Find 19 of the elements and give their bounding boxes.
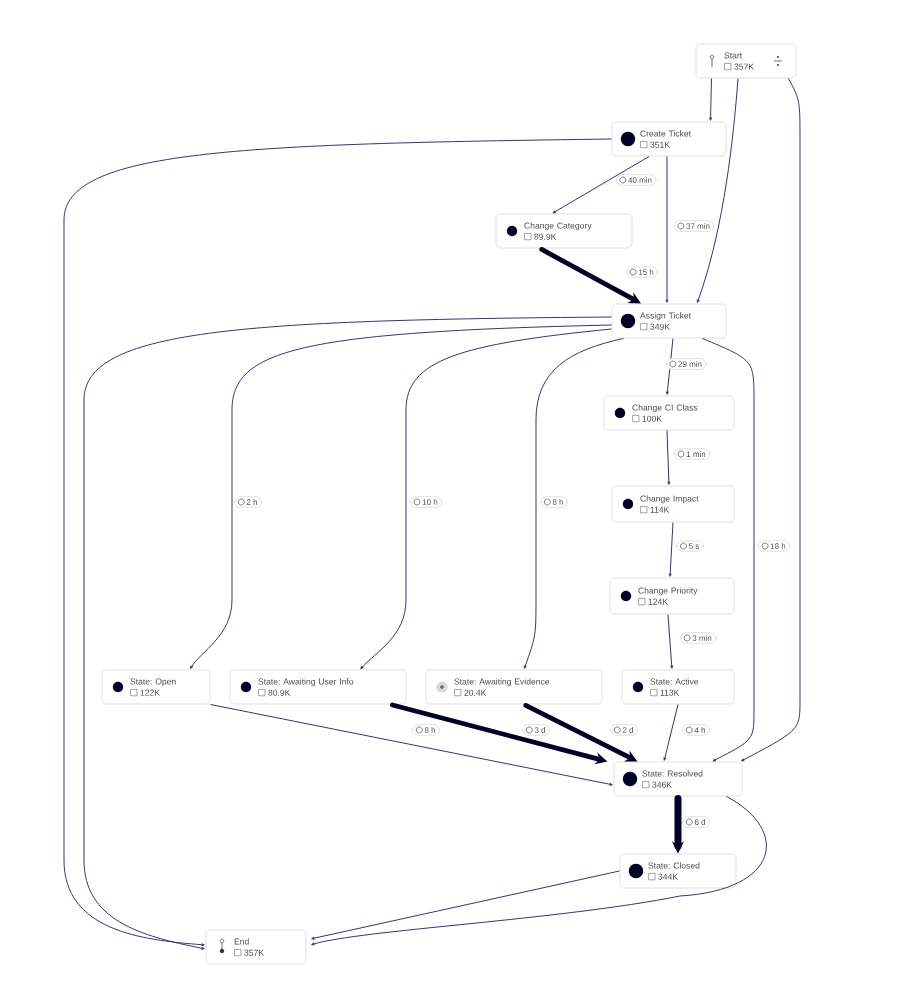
arrow (63, 138, 612, 947)
arrow (665, 156, 669, 303)
arrow (190, 324, 612, 669)
arrow (311, 796, 767, 946)
arrow (709, 117, 713, 121)
arrow (360, 328, 612, 670)
arrow (741, 78, 801, 762)
arrow (665, 338, 674, 395)
arrow (311, 870, 620, 940)
arrow (667, 614, 674, 669)
arrow (523, 338, 624, 669)
arrow (210, 704, 613, 786)
arrow (552, 156, 650, 214)
arrow (663, 704, 679, 761)
arrow (696, 78, 739, 303)
arrow (702, 338, 755, 762)
arrow (666, 430, 671, 485)
arrow (668, 522, 674, 577)
arrow (83, 316, 612, 950)
